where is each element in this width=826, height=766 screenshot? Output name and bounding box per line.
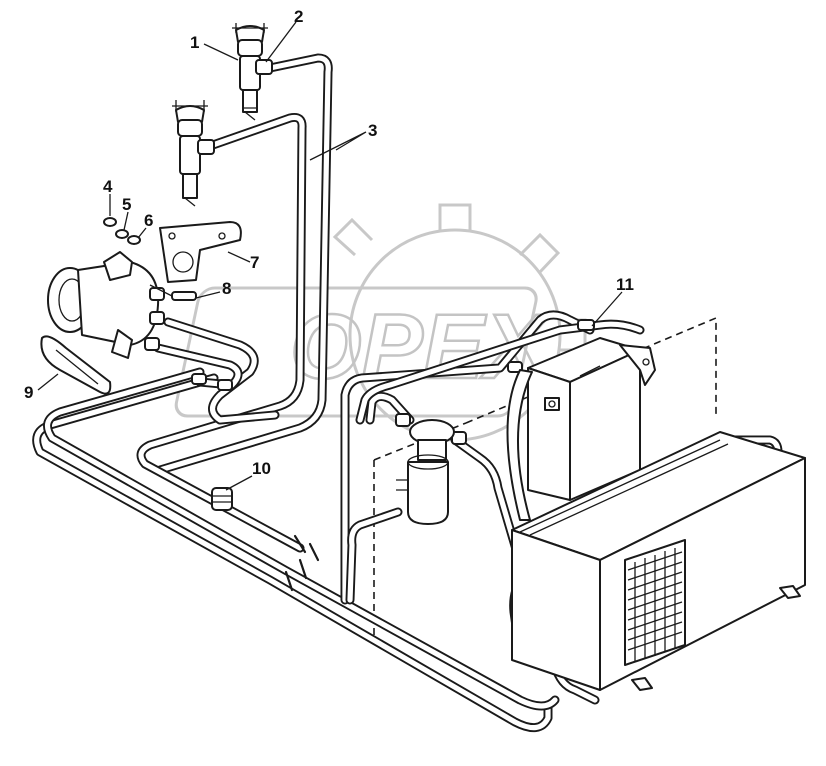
leader-8 [195, 291, 221, 299]
washer-5-icon [115, 229, 129, 239]
bracket-7 [159, 221, 242, 283]
pipe-injector-2 [136, 113, 307, 553]
bolt-4-icon [103, 217, 117, 227]
leader-10 [225, 475, 253, 491]
leader-5 [123, 211, 129, 231]
oil-cooler [511, 431, 806, 691]
watermark-gear-teeth [332, 203, 587, 352]
callout-8: 8 [222, 279, 231, 298]
hydraulic-pump [47, 251, 197, 359]
callout-6: 6 [144, 211, 153, 230]
oil-filter [396, 419, 455, 525]
callout-9: 9 [24, 383, 33, 402]
callout-2: 2 [294, 7, 303, 26]
callout-11: 11 [616, 275, 634, 294]
leader-11 [591, 291, 623, 327]
clamp-10 [211, 487, 233, 511]
injector-2 [172, 100, 215, 207]
oil-tank [506, 337, 656, 521]
leader-2 [265, 21, 297, 63]
callouts: 1 2 3 4 5 6 7 8 9 10 11 [24, 7, 634, 491]
callout-3: 3 [368, 121, 377, 140]
drive-belt-9 [40, 335, 112, 395]
callout-7: 7 [250, 253, 259, 272]
callout-10: 10 [252, 459, 271, 478]
callout-1: 1 [190, 33, 199, 52]
injector-1 [232, 23, 273, 121]
fastener-set [103, 217, 141, 245]
pipe-second-loop [43, 367, 560, 711]
leader-3 [309, 131, 367, 161]
bolt-8-icon [171, 291, 197, 301]
callout-4: 4 [103, 177, 113, 196]
pipe-bundle [32, 53, 783, 733]
leader-9 [37, 373, 59, 391]
leader-1 [203, 43, 239, 61]
washer-6-icon [127, 235, 141, 245]
leader-7 [227, 251, 251, 263]
cooler-grille [624, 539, 686, 666]
callout-5: 5 [122, 195, 131, 214]
leader-6 [137, 227, 147, 239]
